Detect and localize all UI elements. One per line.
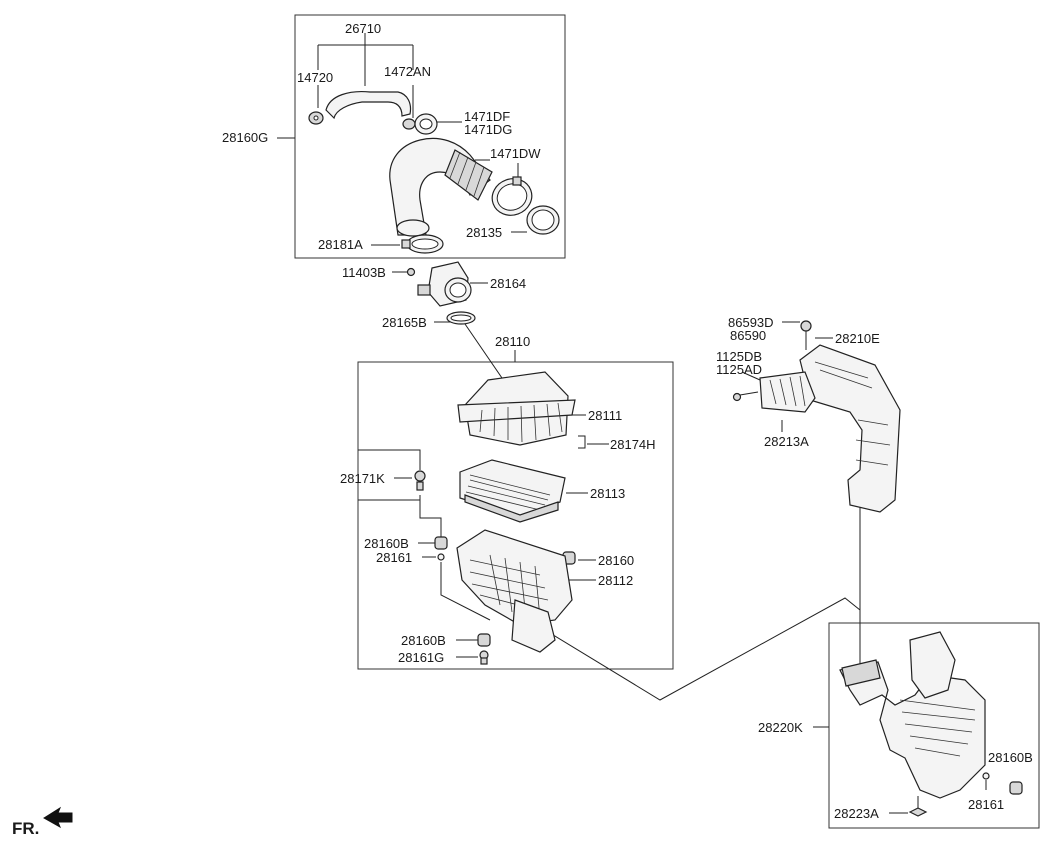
- label-28110: 28110: [495, 334, 530, 349]
- cleaner-cover-28111: [457, 371, 576, 446]
- air-duct-28210E: [799, 344, 901, 513]
- resonator-28220K: [839, 631, 986, 799]
- ring-28135: [526, 205, 560, 235]
- clamp-1471DF: [414, 113, 438, 135]
- gasket-28165B: [446, 311, 476, 325]
- label-28223A: 28223A: [834, 806, 879, 821]
- clamp-1472AN: [402, 118, 416, 130]
- label-28161-b: 28161: [968, 797, 1004, 812]
- bolt-11403B: [406, 267, 416, 277]
- intake-hose-group-box: [294, 14, 566, 259]
- label-11403B: 11403B: [342, 265, 386, 280]
- clamp-1471DW: [491, 176, 533, 216]
- label-28160B-a: 28160B: [364, 536, 409, 551]
- label-28160: 28160: [598, 553, 634, 568]
- label-1471DG: 1471DG: [464, 122, 512, 137]
- label-1125AD: 1125AD: [716, 362, 762, 377]
- label-28181A: 28181A: [318, 237, 363, 252]
- label-1471DW: 1471DW: [490, 146, 541, 161]
- label-28161-a: 28161: [376, 550, 412, 565]
- label-1472AN: 1472AN: [384, 64, 431, 79]
- label-28135: 28135: [466, 225, 502, 240]
- filter-element-28113: [459, 459, 566, 523]
- label-86590: 86590: [730, 328, 766, 343]
- guide-28213A: [759, 371, 816, 413]
- label-26710: 26710: [345, 21, 381, 36]
- pin-28161-b: [982, 772, 990, 780]
- clamp-28181A: [401, 234, 444, 254]
- front-arrow-icon: [43, 806, 73, 829]
- label-28174H: 28174H: [610, 437, 656, 452]
- label-28111: 28111: [588, 408, 622, 423]
- label-28112: 28112: [598, 573, 633, 588]
- label-1125DB: 1125DB: [716, 349, 762, 364]
- label-28160B-b: 28160B: [401, 633, 446, 648]
- label-1471DF: 1471DF: [464, 109, 510, 124]
- label-28161G: 28161G: [398, 650, 444, 665]
- label-28213A: 28213A: [764, 434, 809, 449]
- label-28210E: 28210E: [835, 331, 880, 346]
- screw-1125AD: [732, 392, 742, 402]
- grommet-28160B-c: [1009, 781, 1023, 795]
- label-28220K: 28220K: [758, 720, 803, 735]
- clip-28174H: [578, 435, 586, 449]
- air-intake-hose: [389, 137, 493, 237]
- resonator-group-box: [828, 622, 1040, 829]
- air-flow-sensor-28164: [417, 261, 472, 307]
- front-marker-label: FR.: [12, 819, 39, 838]
- label-28171K: 28171K: [340, 471, 385, 486]
- clamp-14720: [308, 111, 324, 125]
- pin-28161-a: [437, 553, 445, 561]
- label-28164: 28164: [490, 276, 526, 291]
- bolt-28171K: [414, 470, 426, 491]
- cleaner-body-28112: [456, 529, 573, 653]
- label-28160B-c: 28160B: [988, 750, 1033, 765]
- label-28113: 28113: [590, 486, 625, 501]
- nut-86593D: [800, 320, 812, 332]
- clip-28223A: [908, 796, 928, 817]
- bolt-28161G: [479, 650, 489, 665]
- label-14720: 14720: [297, 70, 333, 85]
- label-28160G: 28160G: [222, 130, 268, 145]
- grommet-28160B-a: [434, 536, 448, 550]
- leader-lines: [277, 33, 987, 814]
- intake-hose-26710: [325, 90, 412, 120]
- grommet-28160B-b: [477, 633, 491, 647]
- label-28165B: 28165B: [382, 315, 427, 330]
- label-86593D: 86593D: [728, 315, 774, 330]
